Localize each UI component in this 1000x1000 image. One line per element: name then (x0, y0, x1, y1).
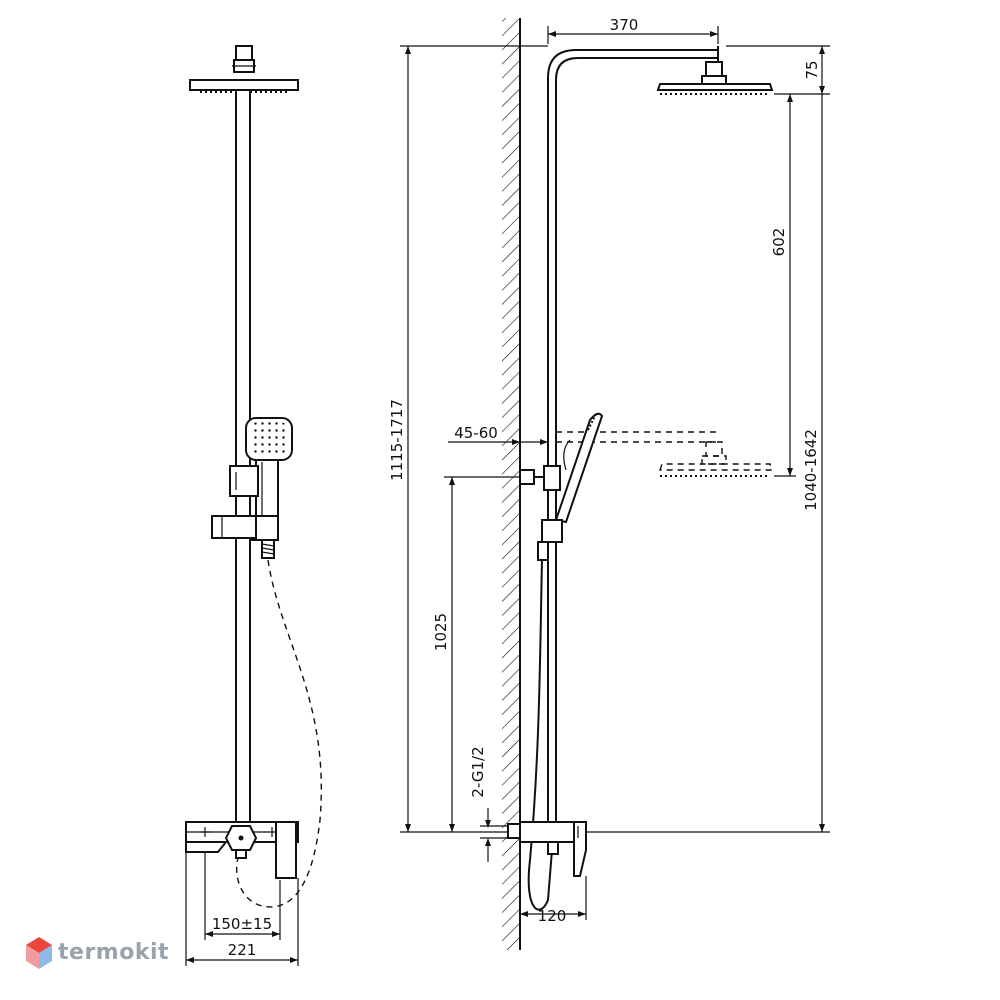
hose-front (236, 559, 322, 908)
riser-pipe (547, 49, 718, 830)
termokit-logo-icon (26, 937, 52, 969)
dim-inlet-spacing: 150±15 (212, 915, 272, 933)
dim-thread: 2-G1/2 (469, 746, 487, 797)
front-view (185, 45, 322, 966)
hose-side (527, 559, 553, 911)
brand-name[interactable]: termokit (58, 940, 170, 965)
slide-bracket-side (541, 519, 563, 543)
dim-bar-height: 1040-1642 (802, 429, 820, 511)
dim-mixer-width: 221 (228, 941, 257, 959)
rain-head-front (189, 79, 299, 91)
wall-hatch (502, 18, 520, 950)
dim-head-height: 75 (803, 60, 821, 79)
dim-bracket-height: 1025 (432, 613, 450, 651)
hand-shower-side (554, 412, 604, 524)
head-connector (235, 45, 253, 61)
rain-head-side (656, 83, 774, 91)
dim-mixer-depth: 120 (538, 907, 567, 925)
dim-head-drop: 602 (770, 228, 788, 257)
dim-arm-length: 370 (610, 16, 639, 34)
dim-wall-gap: 45-60 (454, 424, 498, 442)
wall-bracket (519, 469, 535, 485)
mixer-lever-side (573, 821, 587, 877)
side-view (502, 18, 774, 950)
slide-bracket-front (211, 515, 257, 539)
dimension-lines (400, 26, 830, 920)
shower-bar-front (235, 89, 251, 831)
dim-total-height: 1115-1717 (388, 399, 406, 481)
rain-head-lowered (659, 463, 773, 471)
mixer-lever-front (275, 821, 297, 879)
